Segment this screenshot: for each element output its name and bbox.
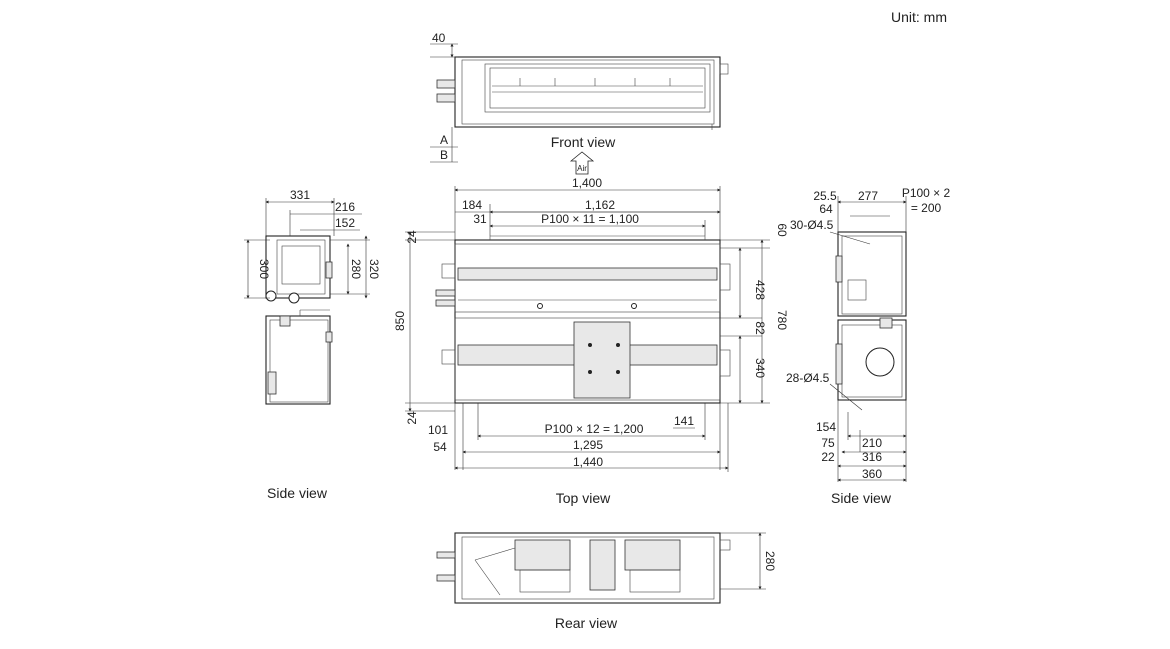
front-dim-a: A	[440, 133, 448, 147]
unit-label: Unit: mm	[891, 9, 947, 25]
dim-850: 850	[393, 311, 407, 331]
dim-64: 64	[819, 202, 833, 216]
dim-340: 340	[753, 358, 767, 378]
dim-331: 331	[290, 188, 310, 202]
dim-60: 60	[775, 223, 789, 237]
dim-22: 22	[821, 450, 835, 464]
dim-24-bot: 24	[405, 411, 419, 425]
dim-184: 184	[462, 198, 482, 212]
dim-428: 428	[753, 280, 767, 300]
rear-view: 280 Rear view	[436, 532, 777, 631]
dim-1440: 1,440	[573, 455, 603, 469]
front-dim-b: B	[440, 148, 448, 162]
dim-280-left: 280	[349, 259, 363, 279]
dim-316: 316	[862, 450, 882, 464]
dim-pitch-bottom: P100 × 12 = 1,200	[545, 422, 644, 436]
dim-152: 152	[335, 216, 355, 230]
dim-31: 31	[473, 212, 487, 226]
dim-54: 54	[433, 440, 447, 454]
holes-top: 30-Ø4.5	[790, 218, 834, 232]
dim-360: 360	[862, 467, 882, 481]
dim-1162: 1,162	[585, 198, 615, 212]
dim-780: 780	[775, 310, 789, 330]
rear-dim-280: 280	[763, 551, 777, 571]
dim-pitch-2: = 200	[911, 201, 942, 215]
dim-210: 210	[862, 436, 882, 450]
dim-82: 82	[753, 321, 767, 335]
dim-277: 277	[858, 189, 878, 203]
front-dim-40: 40	[432, 31, 446, 45]
dim-320: 320	[367, 259, 381, 279]
front-view: 40 A B Front view	[430, 31, 729, 163]
dim-pitch-top: P100 × 11 = 1,100	[541, 212, 639, 226]
right-side-view: 25.5 277 64 P100 × 2 = 200 30-Ø4.5 28-Ø4…	[786, 186, 951, 506]
dim-300: 300	[257, 259, 271, 279]
dim-154: 154	[816, 420, 836, 434]
rear-view-label: Rear view	[555, 615, 618, 631]
dim-24-top: 24	[405, 230, 419, 244]
front-view-label: Front view	[551, 134, 616, 150]
dim-141: 141	[674, 414, 694, 428]
dim-75: 75	[821, 436, 835, 450]
left-side-view-label: Side view	[267, 485, 328, 501]
holes-bottom: 28-Ø4.5	[786, 371, 830, 385]
dim-1400: 1,400	[572, 176, 602, 190]
air-label: Air	[577, 164, 587, 173]
top-view-label: Top view	[556, 490, 611, 506]
air-arrow: Air	[569, 151, 595, 175]
dim-pitch-1: P100 × 2	[902, 186, 951, 200]
right-side-view-label: Side view	[831, 490, 892, 506]
dim-25-5: 25.5	[813, 189, 837, 203]
dim-1295: 1,295	[573, 438, 603, 452]
dim-216: 216	[335, 200, 355, 214]
dim-101: 101	[428, 423, 448, 437]
left-side-view: 331 216 152 300 280 320 Side view	[244, 188, 381, 501]
top-view: 1,400 184 1,162 31 P100 × 11 = 1,100 101…	[393, 176, 789, 506]
